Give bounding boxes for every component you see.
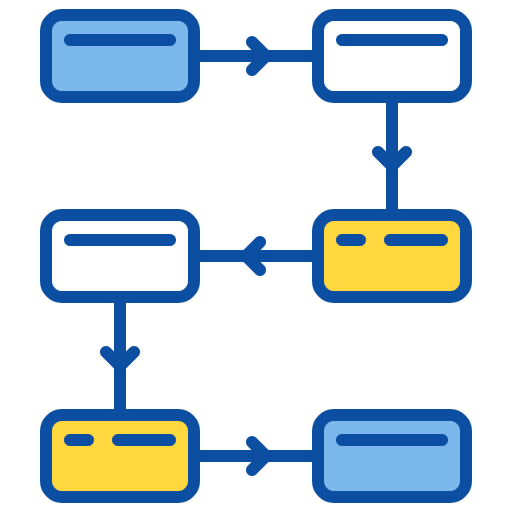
nodes-layer <box>40 9 472 503</box>
arrow-head-icon <box>372 146 412 172</box>
node-box <box>40 209 200 303</box>
arrow-head-icon <box>246 36 272 76</box>
node-box <box>40 409 200 503</box>
node-5 <box>40 409 200 503</box>
node-4 <box>40 209 200 303</box>
edge-arrow <box>200 436 312 476</box>
arrow-head-icon <box>246 436 272 476</box>
node-box <box>40 9 200 103</box>
node-3 <box>312 209 472 303</box>
edges-layer <box>100 36 412 476</box>
node-box <box>312 409 472 503</box>
edge-arrow <box>200 36 312 76</box>
node-box <box>312 209 472 303</box>
node-2 <box>312 9 472 103</box>
arrow-head-icon <box>100 346 140 372</box>
node-1 <box>40 9 200 103</box>
arrow-head-icon <box>240 236 266 276</box>
edge-arrow <box>200 236 312 276</box>
edge-arrow <box>100 303 140 409</box>
edge-arrow <box>372 103 412 209</box>
node-box <box>312 9 472 103</box>
node-6 <box>312 409 472 503</box>
